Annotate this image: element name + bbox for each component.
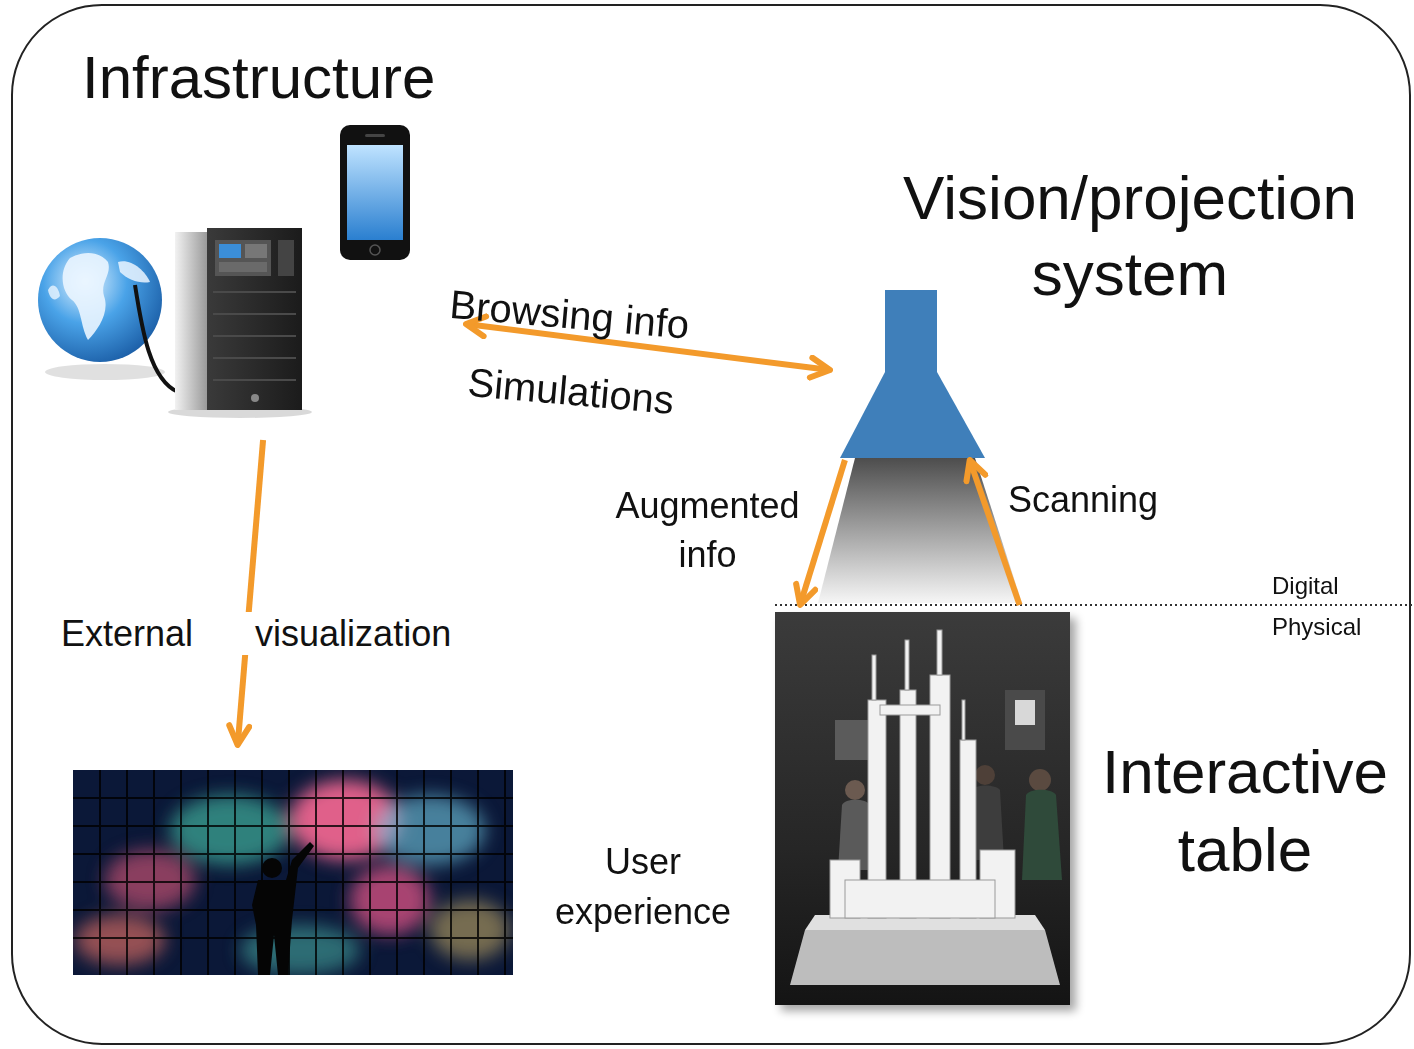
zone-label: Physical (1272, 613, 1392, 642)
node-title: Infrastructure (82, 42, 462, 114)
edge-label: Augmented info (600, 482, 815, 579)
projection-system: Vision/projection system (830, 160, 1405, 460)
node-title: User experience (533, 837, 753, 938)
zone-label: Digital (1272, 572, 1392, 601)
infrastructure-group: Infrastructure (20, 40, 466, 440)
flow-arrow (970, 460, 1020, 605)
interactive-table: Interactive table (770, 605, 1410, 1010)
edge-label: Browsing info (448, 280, 731, 352)
edge-label: External visualization (58, 612, 454, 655)
edge-note: Simulations (466, 358, 729, 428)
flow-arrow (238, 440, 263, 745)
node-title: Interactive table (1085, 733, 1405, 888)
edge-label: Scanning (1008, 478, 1208, 521)
video-wall: User experience (70, 745, 760, 980)
flow-arrow (800, 460, 845, 605)
node-title: Vision/projection system (860, 160, 1400, 311)
flow-arrow (466, 324, 830, 370)
